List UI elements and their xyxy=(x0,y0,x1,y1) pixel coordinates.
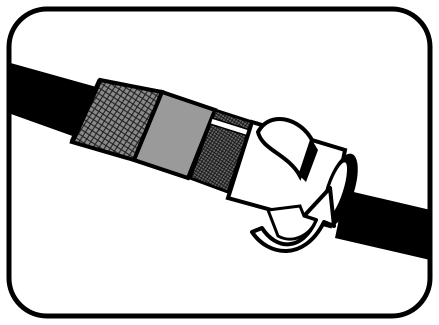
diagram-root xyxy=(0,0,439,325)
cable-assembly-diagram xyxy=(0,0,439,325)
